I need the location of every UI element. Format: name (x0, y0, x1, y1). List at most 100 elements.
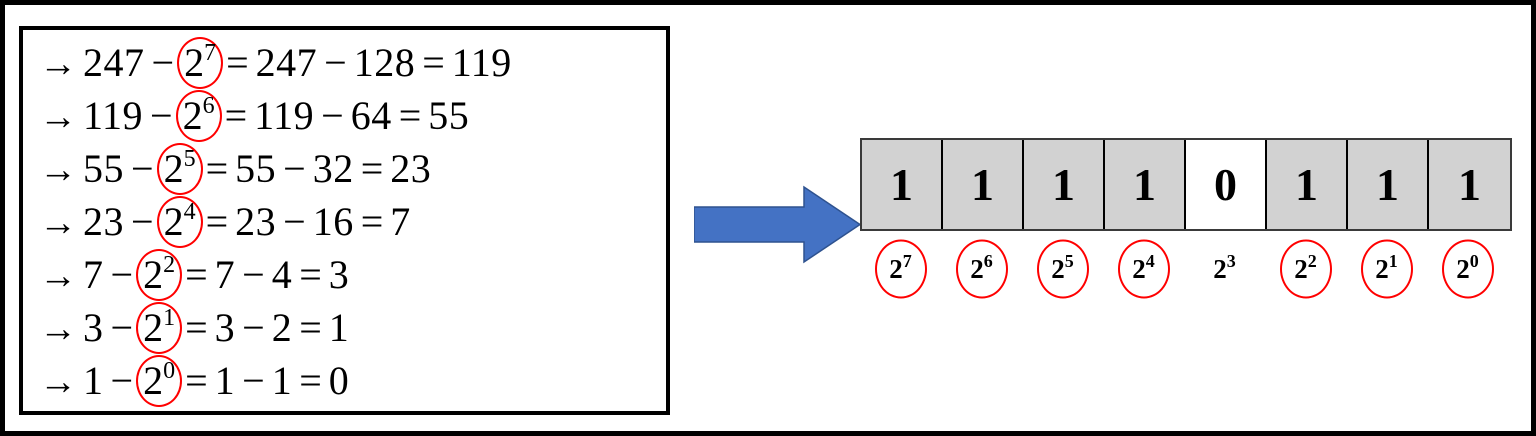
equation-operand-start: 119 (83, 93, 144, 138)
bit-cell[interactable]: 1 (1105, 140, 1186, 229)
power-exponent: 1 (163, 304, 176, 331)
power-base: 2 (889, 253, 903, 284)
equation-line: →1−20=1−1=0 (39, 354, 349, 407)
equation-operand-lhs: 3 (214, 305, 236, 350)
minus-sign: − (110, 305, 134, 350)
minus-sign: − (283, 199, 306, 244)
bit-cell[interactable]: 0 (1186, 140, 1267, 229)
power-base: 2 (1456, 253, 1470, 284)
equation-panel: →247−27=247−128=119→119−26=119−64=55→55−… (19, 26, 670, 415)
equals-sign: = (185, 358, 208, 403)
equals-sign: = (299, 358, 322, 403)
equals-sign: = (226, 40, 249, 85)
power-base: 2 (1294, 253, 1308, 284)
equation-power-value: 2 (271, 305, 293, 350)
power-exponent: 2 (163, 251, 176, 278)
equation-operand-lhs: 7 (214, 252, 236, 297)
minus-sign: − (110, 358, 134, 403)
equation-line: →7−22=7−4=3 (39, 248, 349, 301)
equation-result: 119 (451, 40, 512, 85)
power-base: 2 (1375, 253, 1389, 284)
equation-power-value: 1 (271, 358, 293, 403)
minus-sign: − (242, 252, 265, 297)
equation-result: 23 (390, 146, 432, 191)
power-exponent: 4 (1145, 250, 1155, 271)
equation-operand-start: 3 (83, 305, 104, 350)
circled-power-term: 27 (177, 36, 224, 89)
power-label-cell: 26 (941, 238, 1022, 300)
equation-power-value: 32 (312, 146, 354, 191)
minus-sign: − (324, 40, 347, 85)
equation-line: →247−27=247−128=119 (39, 36, 512, 89)
equals-sign: = (205, 146, 229, 191)
bit-cell[interactable]: 1 (1429, 140, 1510, 229)
circled-power-term: 20 (136, 354, 183, 407)
right-arrow-icon: → (39, 96, 77, 138)
equation-operand-start: 247 (83, 40, 145, 85)
arrow-svg (693, 185, 862, 264)
equation-result: 55 (428, 93, 470, 138)
circled-power-term: 25 (156, 142, 203, 195)
equation-operand-start: 23 (83, 199, 124, 244)
bit-cell[interactable]: 1 (1024, 140, 1105, 229)
equation-result: 1 (328, 305, 350, 350)
minus-sign: − (131, 146, 154, 191)
power-exponent: 2 (1307, 250, 1317, 271)
power-exponent: 0 (163, 357, 176, 384)
circled-power-term: 26 (175, 89, 222, 142)
power-exponent: 7 (204, 39, 217, 66)
equation-power-value: 4 (271, 252, 293, 297)
power-label: 24 (1132, 250, 1155, 285)
power-label: 20 (1456, 250, 1479, 285)
bit-cell[interactable]: 1 (1348, 140, 1429, 229)
power-label-cell: 27 (860, 238, 941, 300)
power-label-cell: 22 (1265, 238, 1346, 300)
equation-line: →23−24=23−16=7 (39, 195, 411, 248)
power-label-cell: 20 (1427, 238, 1508, 300)
equation-result: 0 (328, 358, 350, 403)
power-exponent: 5 (183, 145, 196, 172)
minus-sign: − (283, 146, 306, 191)
red-circle-annotation (955, 239, 1008, 299)
equation-operand-lhs: 23 (235, 199, 277, 244)
power-base: 2 (184, 40, 205, 85)
bit-cell[interactable]: 1 (862, 140, 943, 229)
power-label: 23 (1213, 252, 1236, 285)
power-base: 2 (970, 253, 984, 284)
equals-sign: = (360, 146, 384, 191)
circled-power-term: 21 (136, 301, 183, 354)
power-base: 2 (1213, 253, 1227, 284)
power-label-cell: 24 (1103, 238, 1184, 300)
right-arrow-icon: → (39, 255, 77, 297)
equation-power-value: 16 (312, 199, 354, 244)
minus-sign: − (110, 252, 134, 297)
equals-sign: = (205, 199, 229, 244)
power-base: 2 (163, 199, 184, 244)
red-circle-annotation (1360, 239, 1413, 299)
bit-cell[interactable]: 1 (943, 140, 1024, 229)
equation-operand-lhs: 247 (255, 40, 318, 85)
minus-sign: − (242, 305, 265, 350)
right-arrow-icon: → (39, 149, 77, 191)
equation-operand-lhs: 119 (254, 93, 315, 138)
power-base: 2 (1051, 253, 1065, 284)
power-label: 22 (1294, 250, 1317, 285)
power-exponent: 6 (202, 92, 215, 119)
power-base: 2 (143, 358, 164, 403)
power-label: 26 (970, 252, 993, 285)
equation-power-value: 128 (353, 40, 416, 85)
power-label-cell: 21 (1346, 238, 1427, 300)
equation-line: →119−26=119−64=55 (39, 89, 469, 142)
power-base: 2 (182, 93, 203, 138)
power-base: 2 (1132, 253, 1146, 284)
right-arrow-icon: → (39, 43, 77, 85)
equation-line: →3−21=3−2=1 (39, 301, 349, 354)
blue-right-arrow-icon (693, 185, 862, 264)
equation-operand-start: 7 (83, 252, 104, 297)
bit-cell[interactable]: 1 (1267, 140, 1348, 229)
power-exponent: 0 (1469, 250, 1479, 271)
right-arrow-icon: → (39, 202, 77, 244)
